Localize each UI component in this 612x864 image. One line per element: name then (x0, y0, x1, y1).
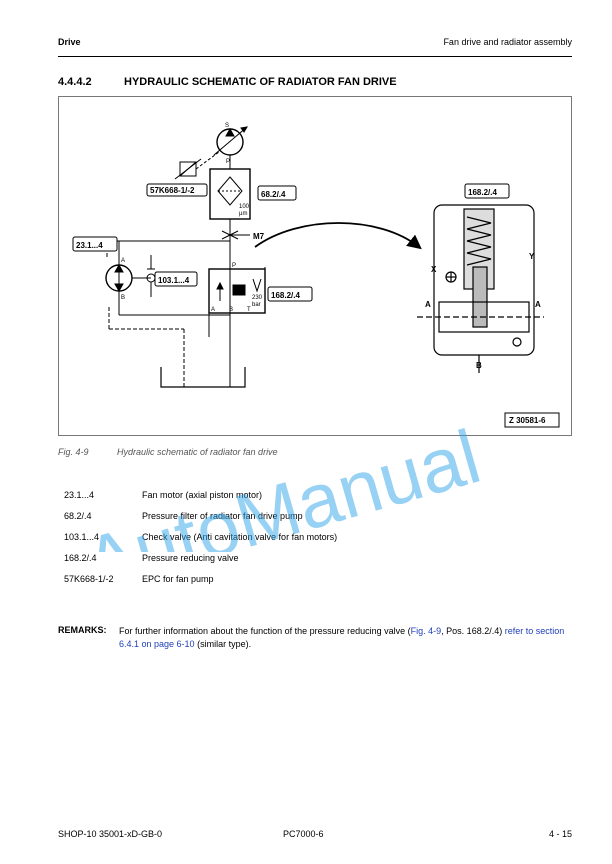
legend-description: Check valve (Anti cavitation valve for f… (142, 532, 338, 542)
footer-model: PC7000-6 (283, 829, 324, 839)
label-valve-t: T (247, 307, 251, 313)
label-pump-s: S (225, 123, 229, 129)
label-figure-id: Z 30581-6 (509, 416, 546, 425)
schematic-labels: 57K668-1/-2 68.2/.4 100 µm M7 23.1...4 1… (76, 123, 546, 425)
header-chapter: Drive (58, 37, 81, 47)
pressure-reducing-valve-symbol (208, 268, 266, 314)
label-motor-a: A (121, 258, 125, 264)
label-filter: 68.2/.4 (261, 190, 286, 199)
label-port-x: X (431, 265, 437, 274)
legend-code: 168.2/.4 (64, 553, 97, 563)
remarks-text: For further information about the functi… (119, 625, 569, 651)
remarks-label: REMARKS: (58, 625, 107, 635)
legend-description: EPC for fan pump (142, 574, 214, 584)
label-valve-a: A (211, 307, 215, 313)
section-title: HYDRAULIC SCHEMATIC OF RADIATOR FAN DRIV… (124, 76, 397, 88)
remarks-text-part: (similar type). (194, 639, 252, 649)
label-valve-b: B (229, 307, 233, 313)
callout-box-epc (146, 183, 208, 197)
section-reference-link[interactable]: refer to section 6.4.1 on page 6-10 (119, 626, 565, 649)
tank-symbol (160, 367, 246, 388)
callout-box-motor (72, 236, 118, 252)
label-port-a-right: A (535, 300, 541, 309)
label-motor: 23.1...4 (76, 241, 103, 250)
legend-code: 57K668-1/-2 (64, 574, 114, 584)
label-valve: 168.2/.4 (271, 291, 300, 300)
valve-section-detail (417, 204, 544, 373)
label-port-b: B (476, 361, 482, 370)
figure-caption-number: Fig. 4-9 (58, 447, 89, 457)
figure-id-box (504, 412, 560, 428)
label-filter-unit: µm (239, 211, 247, 217)
footer-page-number: 4 - 15 (548, 829, 572, 839)
callout-box-check (154, 271, 198, 287)
label-pump-p: P (226, 159, 230, 165)
hydraulic-schematic-figure: 57K668-1/-2 68.2/.4 100 µm M7 23.1...4 1… (58, 96, 572, 436)
legend-description: Pressure reducing valve (142, 553, 239, 563)
header-topic: Fan drive and radiator assembly (443, 37, 572, 47)
legend-description: Fan motor (axial piston motor) (142, 490, 263, 500)
legend-code: 68.2/.4 (64, 511, 92, 521)
label-port-a-left: A (425, 300, 431, 309)
header-divider (58, 56, 572, 57)
label-filter-rating: 100 (239, 204, 250, 210)
figure-link[interactable]: Fig. 4-9 (410, 626, 442, 636)
legend-code: 103.1...4 (64, 532, 100, 542)
label-motor-b: B (121, 295, 125, 301)
label-valve-pressure: 230 (252, 295, 263, 301)
callout-box-filter (257, 185, 297, 201)
figure-caption-text: Hydraulic schematic of radiator fan driv… (117, 447, 278, 457)
legend-code: 23.1...4 (64, 490, 95, 500)
section-number: 4.4.4.2 (58, 76, 92, 88)
label-detail: 168.2/.4 (468, 188, 497, 197)
callout-box-detail (464, 183, 510, 199)
label-epc: 57K668-1/-2 (150, 186, 195, 195)
remarks-text-part: For further information about the functi… (119, 626, 411, 636)
remarks-text-part: , Pos. 168.2/.4) (441, 626, 505, 636)
label-valve-unit: bar (252, 302, 261, 308)
label-port-y: Y (529, 252, 535, 261)
label-check: 103.1...4 (158, 276, 190, 285)
footer-document-id: SHOP-10 35001-xD-GB-0 (58, 829, 163, 839)
legend-description: Pressure filter of radiator fan drive pu… (142, 511, 303, 521)
schematic-drawing (72, 126, 560, 428)
label-m7: M7 (253, 232, 265, 241)
callout-box-valve (267, 286, 313, 302)
label-valve-p: P (232, 263, 236, 269)
